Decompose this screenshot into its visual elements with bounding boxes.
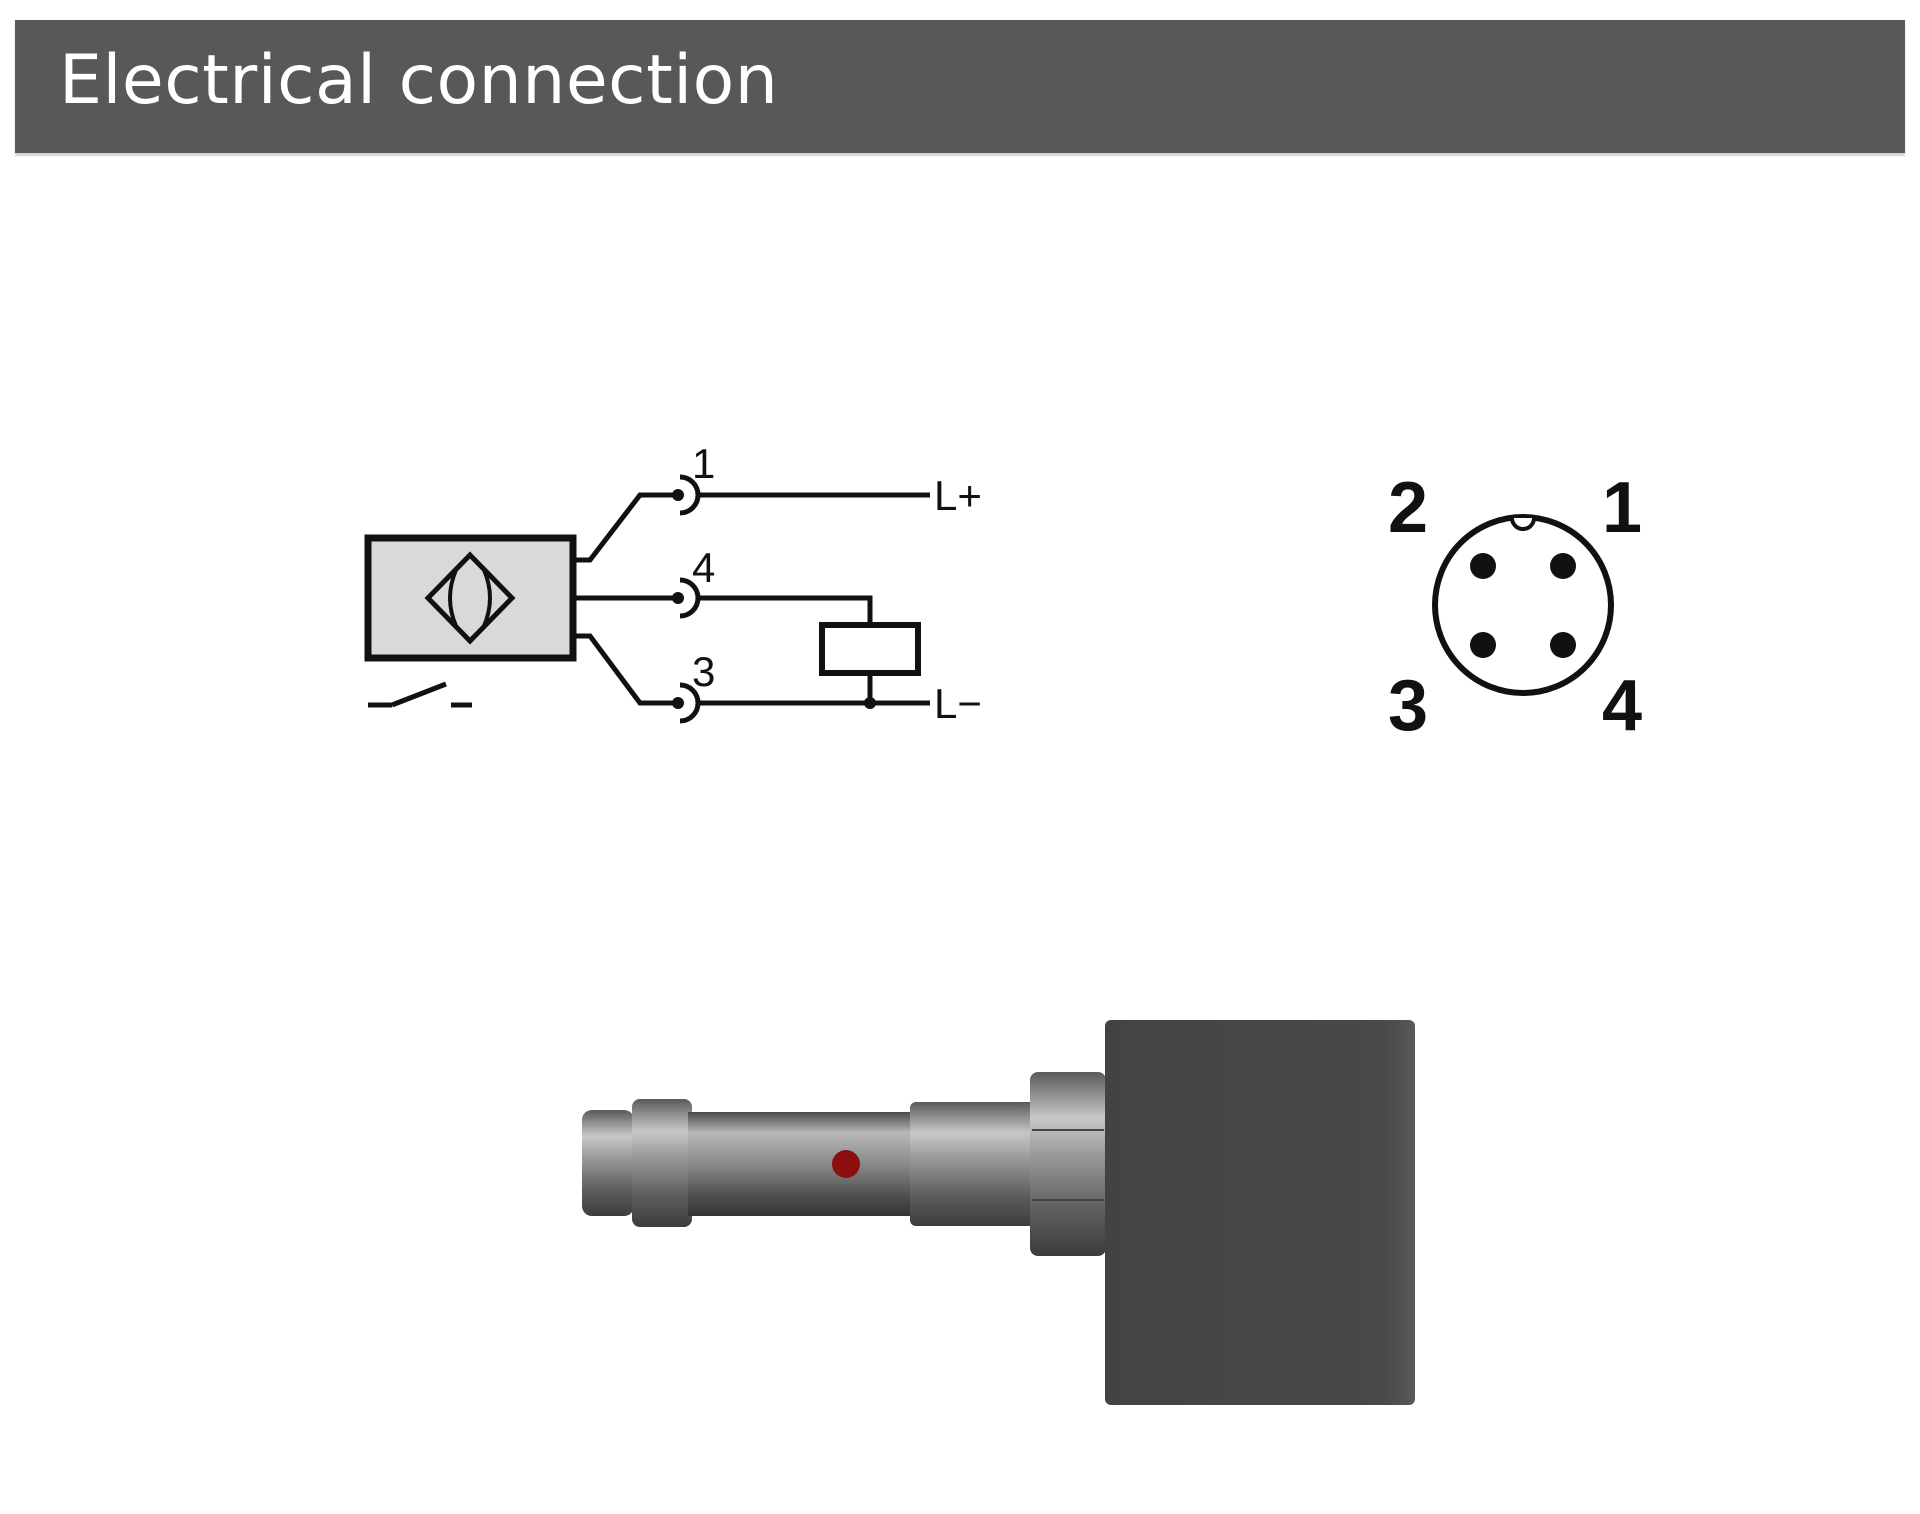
inductive-sensor-icon [424, 551, 516, 645]
m8-connector-face-icon: 2 1 3 4 [1388, 468, 1642, 746]
wiring-diagram: 1 4 3 L+ L− [364, 440, 982, 727]
pin-label-4: 4 [1602, 666, 1642, 746]
signal-label-l-minus: L− [934, 680, 982, 727]
normally-open-contact-icon [368, 681, 472, 708]
sensor-product-image [582, 1020, 1415, 1405]
pin-label-1: 1 [1602, 468, 1642, 548]
wire-1 [573, 492, 675, 563]
pin-2-dot [1470, 553, 1496, 579]
led-indicator [832, 1150, 860, 1178]
pin-label-3: 3 [1388, 666, 1428, 746]
terminal-number-4: 4 [692, 544, 715, 591]
pin-label-2: 2 [1388, 468, 1428, 548]
pin-1-dot [1550, 553, 1576, 579]
pin-4-dot [1550, 632, 1576, 658]
section-header: Electrical connection [15, 20, 1905, 153]
signal-label-l-plus: L+ [934, 472, 982, 519]
pin-3-dot [1470, 632, 1496, 658]
load-relay-icon [819, 622, 921, 709]
terminal-number-3: 3 [692, 648, 715, 695]
terminal-number-1: 1 [692, 440, 715, 487]
section-title: Electrical connection [59, 41, 779, 120]
line-output [697, 595, 873, 625]
wire-3 [573, 633, 675, 706]
